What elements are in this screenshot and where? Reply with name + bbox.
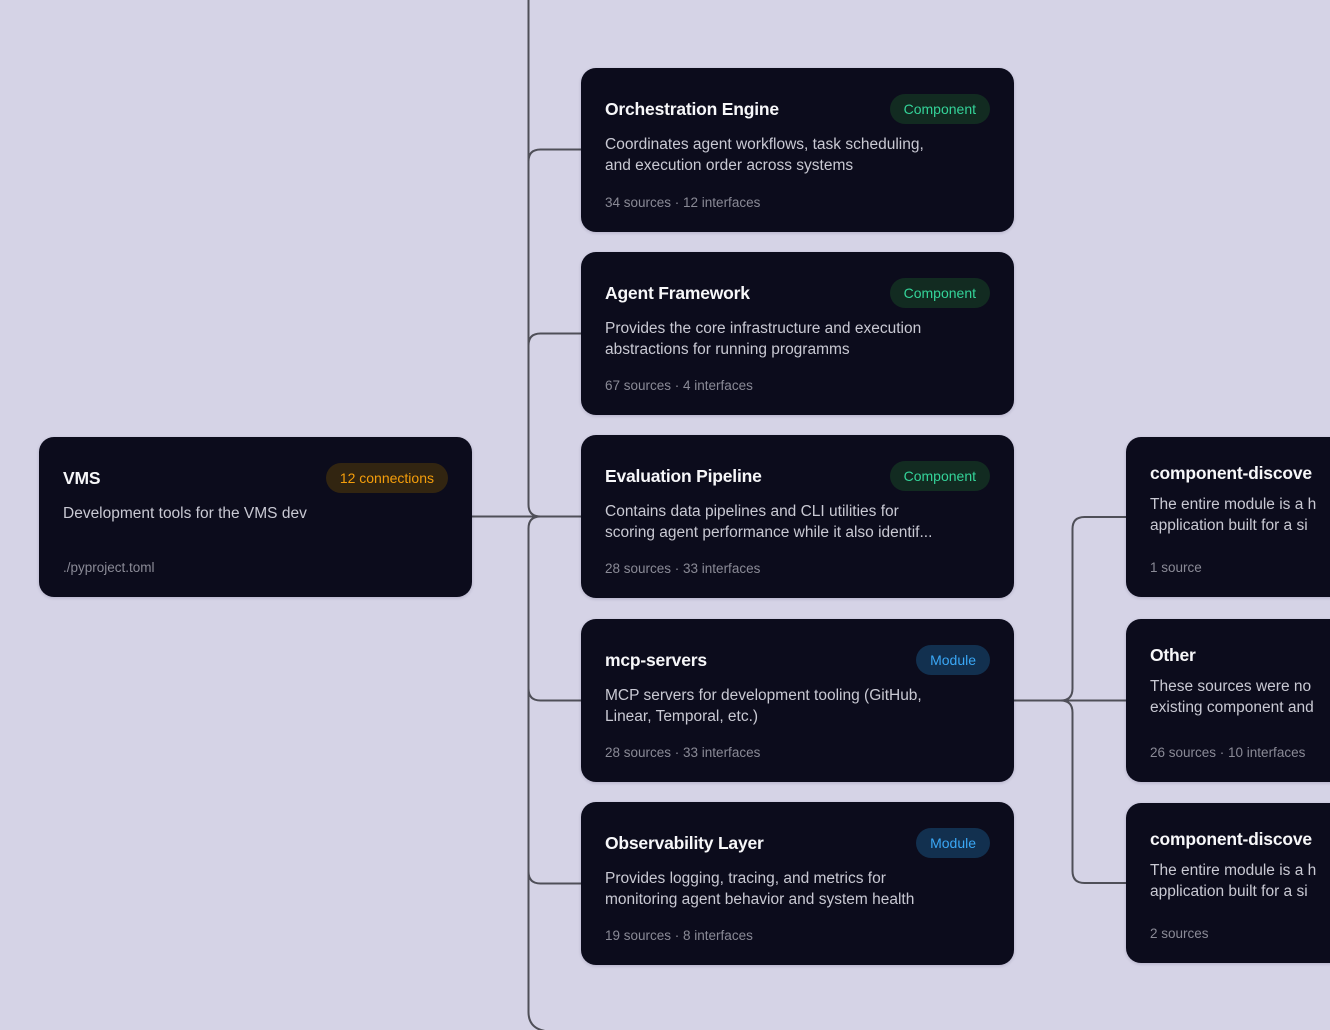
component-badge: Component — [889, 461, 990, 491]
node-title: Evaluation Pipeline — [605, 465, 762, 486]
node-agent-framework[interactable]: Agent Framework Component Provides the c… — [581, 252, 1014, 415]
node-description: These sources were no existing component… — [1150, 677, 1330, 718]
desc-line: abstractions for running programms — [605, 340, 850, 358]
desc-line: The entire module is a h — [1150, 496, 1317, 513]
edge-branch-mcp-servers — [527, 688, 582, 702]
desc-line: existing component and — [1150, 698, 1314, 716]
node-title: Orchestration Engine — [605, 98, 779, 119]
desc-line: Provides logging, tracing, and metrics f… — [605, 870, 886, 887]
node-description: Contains data pipelines and CLI utilitie… — [605, 502, 990, 543]
node-meta: ./pyproject.toml — [63, 560, 155, 575]
node-description: MCP servers for development tooling (Git… — [605, 686, 990, 727]
desc-line: Linear, Temporal, etc.) — [605, 707, 759, 725]
component-badge: Component — [889, 94, 990, 124]
node-description: Development tools for the VMS dev — [63, 504, 448, 525]
edge-branch-observability — [527, 871, 582, 885]
module-badge: Module — [916, 828, 990, 858]
desc-line: application built for a si — [1150, 882, 1308, 900]
edge-trunk-lower — [527, 515, 546, 1030]
node-orchestration-engine[interactable]: Orchestration Engine Component Coordinat… — [581, 68, 1014, 232]
desc-line: Contains data pipelines and CLI utilitie… — [605, 503, 899, 520]
node-title: Other — [1150, 645, 1196, 665]
desc-line: application built for a si — [1150, 516, 1308, 534]
node-meta: 2 sources — [1150, 926, 1209, 941]
node-meta: 19 sources · 8 interfaces — [605, 928, 753, 943]
node-title: component-discove — [1150, 829, 1312, 849]
node-description: The entire module is a h application bui… — [1150, 495, 1330, 536]
node-observability-layer[interactable]: Observability Layer Module Provides logg… — [581, 802, 1014, 965]
desc-line: monitoring agent behavior and system hea… — [605, 890, 915, 908]
desc-line: These sources were no — [1150, 678, 1312, 695]
desc-line: The entire module is a h — [1150, 862, 1317, 879]
edge-mcp-discovery-top — [1060, 516, 1127, 702]
node-component-discovery-top[interactable]: component-discove The entire module is a… — [1126, 437, 1330, 597]
node-title: VMS — [63, 467, 101, 488]
node-description: The entire module is a h application bui… — [1150, 861, 1330, 902]
component-badge: Component — [889, 278, 990, 308]
desc-line: Coordinates agent workflows, task schedu… — [605, 136, 924, 153]
desc-line: and execution order across systems — [605, 156, 854, 174]
module-badge: Module — [916, 645, 990, 675]
node-mcp-servers[interactable]: mcp-servers Module MCP servers for devel… — [581, 619, 1014, 782]
desc-line: Provides the core infrastructure and exe… — [605, 320, 922, 337]
node-title: mcp-servers — [605, 649, 707, 670]
node-other[interactable]: Other These sources were no existing com… — [1126, 619, 1330, 782]
edge-mcp-discovery-bottom — [1060, 699, 1127, 884]
node-description: Provides logging, tracing, and metrics f… — [605, 869, 990, 910]
node-meta: 28 sources · 33 interfaces — [605, 561, 761, 576]
node-title: Observability Layer — [605, 832, 764, 853]
desc-line: Development tools for the VMS dev — [63, 505, 307, 522]
node-meta: 1 source — [1150, 560, 1202, 575]
node-meta: 67 sources · 4 interfaces — [605, 378, 753, 393]
node-evaluation-pipeline[interactable]: Evaluation Pipeline Component Contains d… — [581, 435, 1014, 598]
node-description: Coordinates agent workflows, task schedu… — [605, 135, 990, 176]
node-component-discovery-bottom[interactable]: component-discove The entire module is a… — [1126, 803, 1330, 963]
edge-branch-agent-framework — [527, 332, 582, 346]
node-meta: 34 sources · 12 interfaces — [605, 195, 761, 210]
node-title: component-discove — [1150, 463, 1312, 483]
node-meta: 26 sources · 10 interfaces — [1150, 745, 1306, 760]
desc-line: MCP servers for development tooling (Git… — [605, 687, 922, 704]
node-meta: 28 sources · 33 interfaces — [605, 745, 761, 760]
edge-branch-orchestration — [527, 148, 582, 162]
edge-trunk-upper — [527, 0, 541, 518]
node-description: Provides the core infrastructure and exe… — [605, 319, 990, 360]
node-title: Agent Framework — [605, 282, 750, 303]
node-vms[interactable]: VMS 12 connections Development tools for… — [39, 437, 472, 597]
desc-line: scoring agent performance while it also … — [605, 523, 933, 541]
connections-badge: 12 connections — [325, 463, 448, 493]
